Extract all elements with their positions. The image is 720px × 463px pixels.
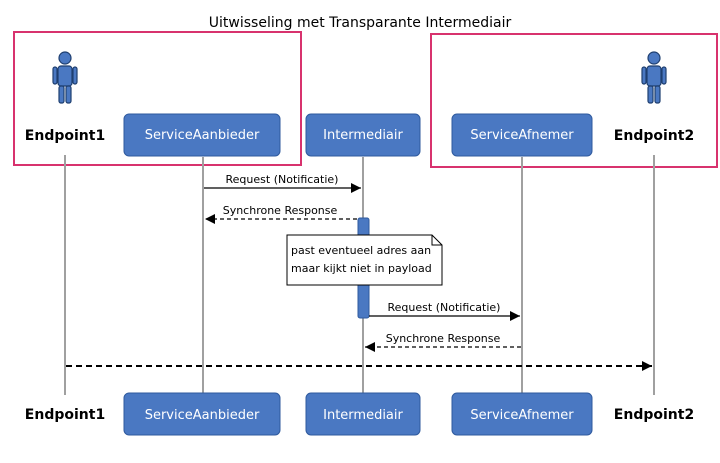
participant-box-serviceaanbieder-top: ServiceAanbieder	[123, 113, 281, 157]
note-box: past eventueel adres aan maar kijkt niet…	[286, 234, 443, 286]
group-box-right	[430, 33, 718, 168]
participant-label-serviceaanbieder-bottom: ServiceAanbieder	[145, 408, 260, 423]
participant-label-intermediair-top: Intermediair	[323, 128, 403, 143]
message-label-response-2: Synchrone Response	[386, 332, 501, 345]
message-label-request-2: Request (Notificatie)	[388, 301, 501, 314]
actor-label-endpoint2-top: Endpoint2	[614, 128, 694, 144]
participant-label-serviceafnemer-top: ServiceAfnemer	[470, 128, 574, 143]
diagram-title: Uitwisseling met Transparante Intermedia…	[209, 15, 512, 31]
actor-label-endpoint1-bottom: Endpoint1	[25, 407, 105, 423]
message-label-request-1: Request (Notificatie)	[226, 173, 339, 186]
actor-label-endpoint2-bottom: Endpoint2	[614, 407, 694, 423]
group-box-left	[13, 31, 302, 166]
participant-label-serviceafnemer-bottom: ServiceAfnemer	[470, 408, 574, 423]
participant-label-intermediair-bottom: Intermediair	[323, 408, 403, 423]
actor-label-endpoint1-top: Endpoint1	[25, 128, 105, 144]
note-line-1: past eventueel adres aan	[291, 244, 431, 257]
actor-icon-endpoint2-top	[641, 51, 667, 104]
participant-box-serviceaanbieder-bottom: ServiceAanbieder	[123, 392, 281, 436]
note-line-2: maar kijkt niet in payload	[291, 262, 432, 275]
participant-box-intermediair-bottom: Intermediair	[305, 392, 421, 436]
message-label-response-1: Synchrone Response	[223, 204, 338, 217]
participant-box-intermediair-top: Intermediair	[305, 113, 421, 157]
participant-box-serviceafnemer-bottom: ServiceAfnemer	[451, 392, 593, 436]
participant-label-serviceaanbieder-top: ServiceAanbieder	[145, 128, 260, 143]
participant-box-serviceafnemer-top: ServiceAfnemer	[451, 113, 593, 157]
actor-icon-endpoint1-top	[52, 51, 78, 104]
